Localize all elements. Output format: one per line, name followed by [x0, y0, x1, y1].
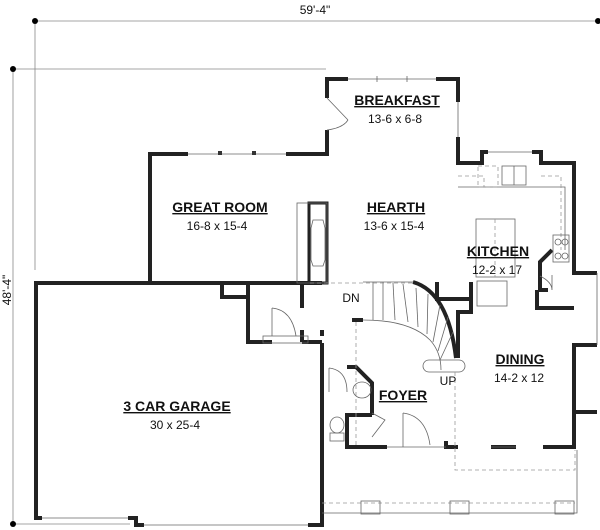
dimension-depth: 48'-4"	[0, 66, 326, 527]
dimension-width: 59'-4"	[32, 3, 600, 270]
room-size: 14-2 x 12	[494, 371, 544, 385]
porch-column	[360, 500, 381, 515]
room-name: GREAT ROOM	[172, 199, 267, 215]
room-size: 13-6 x 15-4	[364, 219, 425, 233]
walls	[34, 77, 597, 527]
toilet-icon	[329, 416, 345, 434]
doors	[262, 97, 553, 447]
room-name: BREAKFAST	[354, 92, 440, 108]
room-size: 13-6 x 6-8	[368, 112, 422, 126]
dimension-depth-label: 48'-4"	[0, 275, 14, 306]
front-porch	[322, 448, 578, 515]
room-name: DINING	[496, 351, 545, 367]
cooktop-icon	[552, 234, 570, 263]
kitchen-island	[475, 218, 516, 278]
room-breakfast: BREAKFAST 13-6 x 6-8	[354, 92, 440, 126]
dimension-width-label: 59'-4"	[300, 3, 331, 17]
room-kitchen: KITCHEN 12-2 x 17	[467, 243, 529, 277]
stairs-down-label: DN	[342, 291, 359, 305]
room-name: 3 CAR GARAGE	[123, 398, 230, 414]
room-great-room: GREAT ROOM 16-8 x 15-4	[172, 199, 267, 233]
windows	[42, 76, 598, 526]
staircase: DN UP	[310, 281, 466, 447]
powder-room-fixtures	[329, 381, 372, 442]
room-name: HEARTH	[367, 199, 425, 215]
room-hearth: HEARTH 13-6 x 15-4	[364, 199, 426, 233]
fireplace	[296, 201, 329, 285]
stairs-up-label: UP	[440, 374, 457, 388]
room-dining: DINING 14-2 x 12	[494, 351, 545, 385]
room-name: FOYER	[379, 387, 427, 403]
porch-column	[554, 500, 575, 515]
room-size: 12-2 x 17	[472, 263, 522, 277]
room-garage: 3 CAR GARAGE 30 x 25-4	[123, 398, 230, 432]
room-size: 16-8 x 15-4	[187, 219, 248, 233]
room-foyer: FOYER	[379, 387, 427, 403]
sink-icon	[352, 381, 372, 399]
room-size: 30 x 25-4	[150, 418, 200, 432]
room-name: KITCHEN	[467, 243, 529, 259]
porch-column	[449, 500, 470, 515]
kitchen-fixtures	[458, 165, 570, 307]
